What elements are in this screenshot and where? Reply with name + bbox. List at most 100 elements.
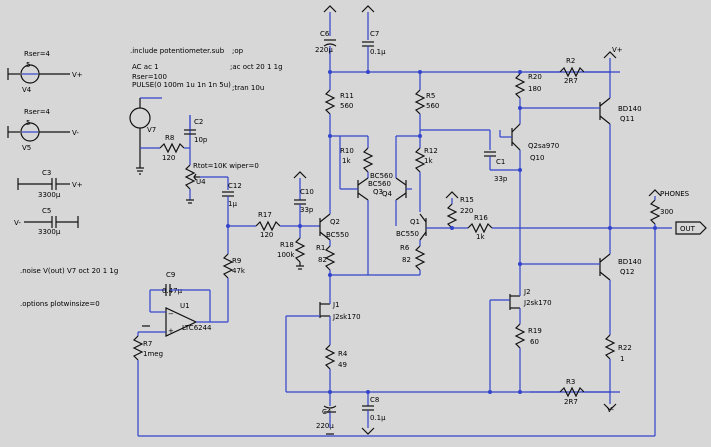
resistor-r20[interactable]: R20 180	[514, 73, 542, 99]
c3-value: 3300µ	[38, 191, 61, 199]
resistor-r12[interactable]: R12 1k	[414, 147, 438, 173]
resistor-r6[interactable]: R6 82	[400, 244, 426, 271]
transistor-q12[interactable]: BD140 Q12	[599, 253, 642, 281]
cap-c8[interactable]: C8 0.1µ	[362, 396, 386, 422]
c3-name: C3	[42, 169, 51, 177]
r17-value: 120	[260, 231, 273, 239]
c6-value: 220µ	[315, 46, 333, 54]
r7-value: 1meg	[143, 350, 163, 358]
transistor-q4[interactable]: BC560 Q4	[368, 177, 407, 201]
resistor-r8[interactable]: R8 120	[159, 134, 185, 162]
c7-name: C7	[370, 30, 379, 38]
c5-net: V-	[14, 219, 21, 227]
r10-value: 1k	[342, 157, 351, 165]
r4-value: 49	[338, 361, 347, 369]
cap-c12[interactable]: C12 1µ	[222, 182, 242, 208]
j2-model: J2sk170	[523, 299, 552, 307]
resistor-r9[interactable]: R9 47k	[222, 253, 246, 279]
v4-name: V4	[22, 86, 32, 94]
r4-name: R4	[338, 350, 348, 358]
c6-name: C6	[320, 30, 330, 38]
cap-c4[interactable]: C4 220µ	[316, 405, 337, 430]
pot-u4[interactable]: Rtot=10K wiper=0 U4	[184, 162, 259, 190]
c10-name: C10	[300, 188, 314, 196]
v5-rser: Rser=4	[24, 108, 51, 116]
r8-value: 120	[162, 154, 175, 162]
r17-name: R17	[258, 211, 272, 219]
c1-name: C1	[496, 158, 505, 166]
resistor-r3[interactable]: R3 2R7	[559, 378, 585, 406]
jfet-j1[interactable]: J1 J2sk170	[319, 301, 361, 321]
resistor-r1[interactable]: R1 82	[316, 244, 336, 271]
v5-value: 5	[26, 119, 30, 127]
source-v5[interactable]: 5 V5 Rser=4 V-	[7, 108, 79, 152]
directive-pulse: PULSE(0 100m 1u 1n 1n 5u)	[132, 81, 231, 89]
r18-value: 100k	[277, 251, 295, 259]
supply-neg-label-bottom: V-	[607, 406, 614, 414]
r2-name: R2	[566, 57, 575, 65]
cap-c10[interactable]: C10 33p	[294, 188, 314, 214]
q4-name: Q4	[382, 190, 393, 198]
resistor-r19[interactable]: R19 60	[514, 323, 542, 349]
r15-name: R15	[460, 196, 474, 204]
r7-name: R7	[143, 340, 152, 348]
v4-net: V+	[72, 71, 83, 79]
r1-value: 82	[318, 256, 327, 264]
r1-name: R1	[316, 244, 325, 252]
resistor-r2[interactable]: R2 2R7	[559, 57, 585, 85]
r3-name: R3	[566, 378, 575, 386]
cap-c6[interactable]: C6 220µ	[315, 30, 337, 54]
supply-pos-label-top: V+	[612, 46, 623, 54]
j1-name: J1	[332, 301, 340, 309]
cap-c2[interactable]: C2 10p	[184, 118, 208, 144]
resistor-r4[interactable]: R4 49	[324, 344, 348, 370]
r2-value: 2R7	[564, 77, 578, 85]
c9-value: 0.47µ	[162, 287, 183, 295]
q12-model: BD140	[618, 258, 642, 266]
v4-rser: Rser=4	[24, 50, 51, 58]
cap-c9[interactable]: C9 0.47µ	[162, 271, 183, 296]
q2-model: BC550	[326, 231, 349, 239]
q3-model: BC560	[370, 172, 393, 180]
transistor-q11[interactable]: BD140 Q11	[599, 97, 642, 125]
c7-value: 0.1µ	[370, 48, 386, 56]
c5-value: 3300µ	[38, 228, 61, 236]
jfet-j2[interactable]: J2 J2sk170	[509, 288, 552, 310]
r22-name: R22	[618, 344, 632, 352]
cap-c1[interactable]: C1 33p	[484, 151, 508, 183]
source-v7[interactable]: V7	[129, 98, 156, 175]
r16-value: 1k	[476, 233, 485, 241]
r12-value: 1k	[424, 157, 433, 165]
cap-c5[interactable]: C5 3300µ V-	[14, 207, 79, 236]
resistor-r22[interactable]: R22 1	[604, 334, 632, 363]
phones-name: PHONES	[660, 190, 690, 198]
u4-params: Rtot=10K wiper=0	[193, 162, 259, 170]
r11-value: 560	[340, 102, 353, 110]
c12-value: 1µ	[228, 200, 237, 208]
transistor-q10[interactable]: Q2sa970 Q10	[511, 123, 559, 162]
output-label: OUT	[680, 225, 696, 233]
transistor-q1[interactable]: Q1 BC550	[396, 213, 427, 241]
resistor-phones[interactable]: PHONES 300	[649, 190, 690, 225]
output-port[interactable]: OUT	[675, 221, 707, 235]
resistor-r16[interactable]: R16 1k	[467, 214, 493, 241]
cap-c7[interactable]: C7 0.1µ	[362, 30, 386, 56]
transistor-q2[interactable]: Q2 BC550	[319, 213, 349, 241]
resistor-r10[interactable]: R10 1k	[340, 147, 374, 173]
cap-c3[interactable]: C3 3300µ V+	[17, 169, 83, 199]
resistor-r7[interactable]: R7 1meg	[132, 335, 163, 361]
resistor-r5[interactable]: R5 560	[414, 89, 439, 115]
source-v4[interactable]: 5 V4 Rser=4 V+	[7, 50, 83, 94]
r15-value: 220	[460, 207, 473, 215]
resistor-r15[interactable]: R15 220	[446, 196, 474, 229]
svg-text:+: +	[168, 327, 174, 335]
resistor-r11[interactable]: R11 560	[324, 89, 354, 115]
q11-name: Q11	[620, 115, 634, 123]
opamp-u1[interactable]: − + U1 LTC6244	[165, 302, 212, 337]
resistor-r17[interactable]: R17 120	[255, 211, 281, 239]
q12-name: Q12	[620, 268, 634, 276]
r16-name: R16	[474, 214, 488, 222]
resistor-r18[interactable]: R18 100k	[277, 237, 306, 263]
